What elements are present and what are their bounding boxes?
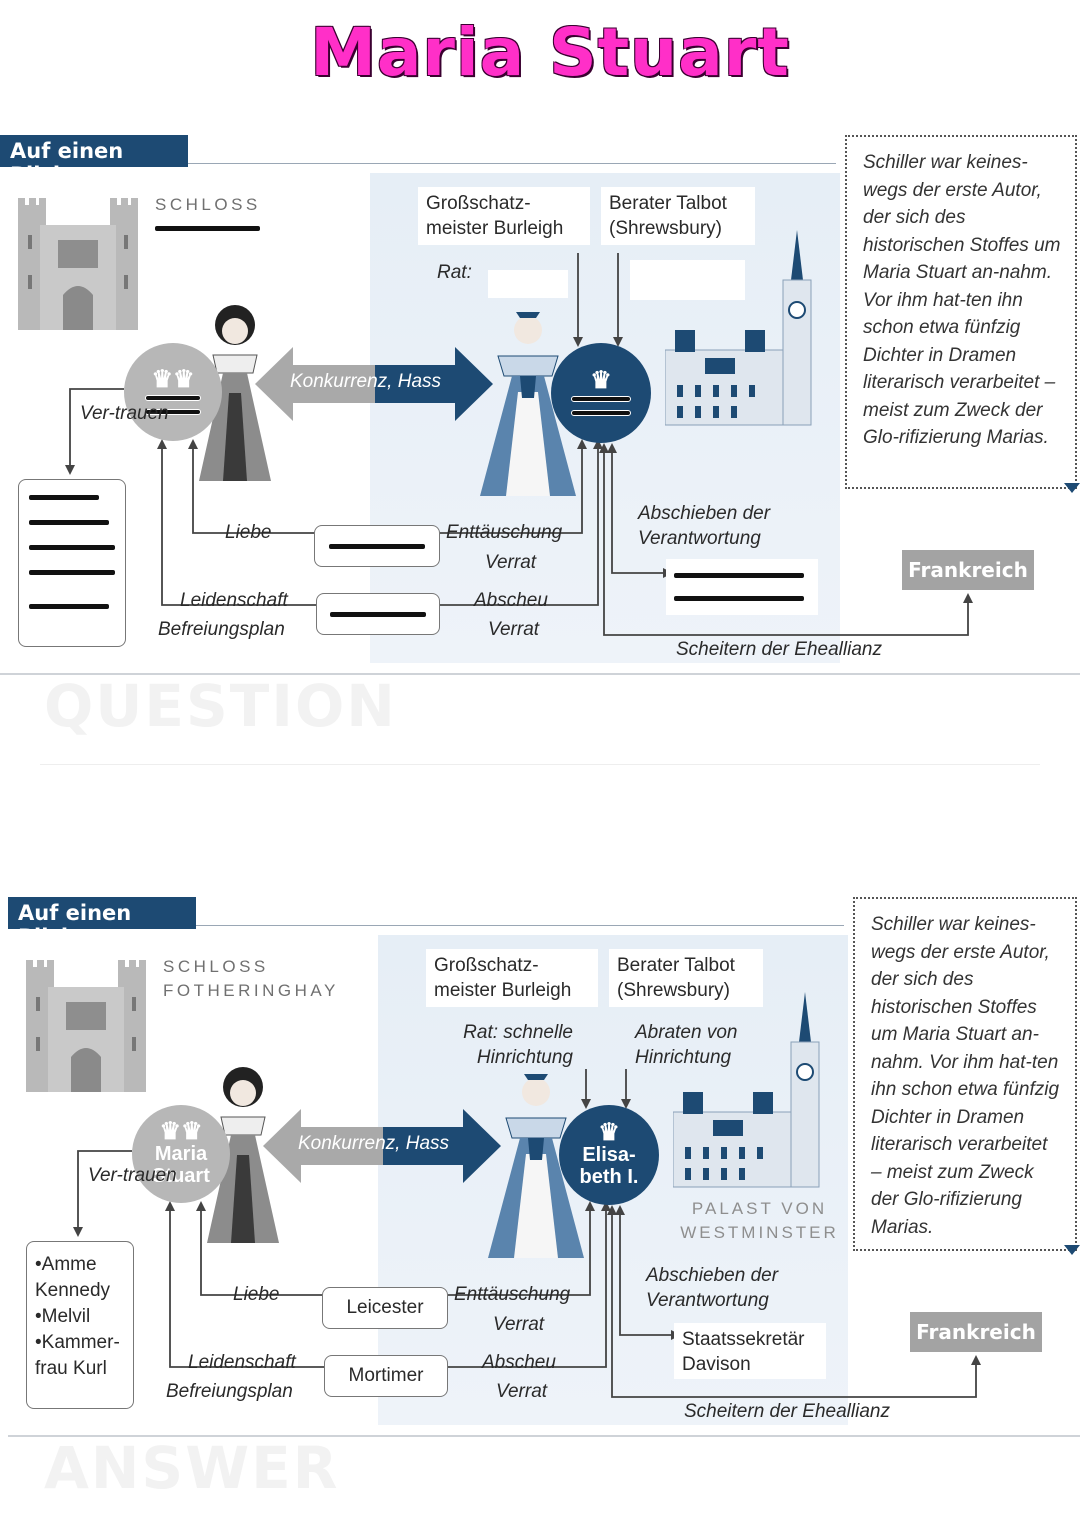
elisabeth-circle: ♛ Elisa-beth I. bbox=[559, 1105, 659, 1205]
connector-lines bbox=[73, 1069, 981, 1398]
castle-label: SCHLOSS bbox=[155, 195, 261, 214]
trusted-persons-box: •Amme Kennedy •Melvil •Kammer-frau Kurl bbox=[26, 1241, 134, 1409]
disgust-label: Abscheu bbox=[482, 1352, 556, 1373]
davison-blank-box bbox=[666, 559, 818, 615]
betrayal-label-2: Verrat bbox=[496, 1381, 548, 1402]
maria-circle-label: Maria Stuart bbox=[152, 1143, 210, 1187]
love-label: Liebe bbox=[225, 522, 272, 543]
trusted-person: •Melvil bbox=[35, 1306, 91, 1327]
talbot-advice: Abraten von Hinrichtung bbox=[635, 1022, 738, 1068]
westminster-icon bbox=[673, 992, 820, 1188]
leicester-box: Leicester bbox=[322, 1287, 448, 1329]
castle-label: SCHLOSS FOTHERINGHAY bbox=[163, 957, 339, 1000]
rivalry-arrow bbox=[263, 1109, 501, 1183]
crown-icon: ♛♛ bbox=[151, 366, 195, 393]
question-panel: Auf einen Blick SCHLOSS bbox=[0, 135, 1080, 680]
rescue-plan-label: Befreiungsplan bbox=[166, 1381, 293, 1402]
question-tag: QUESTION bbox=[44, 672, 397, 740]
maria-circle: ♛♛ Maria Stuart bbox=[132, 1105, 230, 1203]
france-box: Frankreich bbox=[902, 550, 1034, 590]
leicester-blank-box bbox=[314, 525, 440, 567]
trusted-persons-box bbox=[18, 479, 126, 647]
mortimer-blank-box bbox=[316, 593, 440, 635]
westminster-icon bbox=[665, 230, 812, 426]
disappointment-label: Enttäuschung bbox=[454, 1284, 571, 1305]
mortimer-box: Mortimer bbox=[324, 1355, 448, 1397]
talbot-box: Berater Talbot (Shrewsbury) bbox=[609, 949, 763, 1007]
passion-label: Leidenschaft bbox=[180, 590, 288, 611]
answer-tag: ANSWER bbox=[44, 1434, 340, 1502]
betrayal-label-1: Verrat bbox=[485, 552, 537, 573]
crown-icon: ♛♛ bbox=[159, 1118, 203, 1145]
connector-lines bbox=[65, 253, 973, 636]
betrayal-label-1: Verrat bbox=[493, 1314, 545, 1335]
elisabeth-circle: ♛ bbox=[551, 343, 651, 443]
rat-label: Rat: bbox=[437, 262, 472, 283]
rivalry-arrow bbox=[255, 347, 493, 421]
page-title: Maria Stuart bbox=[310, 14, 790, 91]
talbot-box: Berater Talbot (Shrewsbury) bbox=[601, 187, 755, 245]
shift-blame-label: Abschieben der Verantwortung bbox=[646, 1265, 779, 1311]
disgust-label: Abscheu bbox=[474, 590, 548, 611]
section-header: Auf einen Blick bbox=[8, 897, 196, 949]
maria-circle: ♛♛ bbox=[124, 343, 222, 441]
answer-panel: Auf einen Blick SCHLOSS FOTHERINGHAY bbox=[8, 897, 1080, 1442]
rivalry-label: Konkurrenz, Hass bbox=[290, 371, 442, 392]
info-note: Schiller war keines-wegs der erste Autor… bbox=[853, 897, 1077, 1251]
info-note: Schiller war keines-wegs der erste Autor… bbox=[845, 135, 1077, 489]
talbot-advice-blank bbox=[630, 260, 745, 300]
rat-blank bbox=[488, 270, 568, 298]
castle-name-blank bbox=[155, 226, 260, 231]
crown-icon: ♛ bbox=[590, 367, 612, 394]
burleigh-box: Großschatz-meister Burleigh bbox=[418, 187, 590, 245]
trusted-person: •Kammer-frau Kurl bbox=[35, 1332, 120, 1379]
rivalry-label: Konkurrenz, Hass bbox=[298, 1133, 450, 1154]
burleigh-advice: Rat: schnelle Hinrichtung bbox=[463, 1022, 573, 1068]
palace-label: PALAST VON WESTMINSTER bbox=[680, 1199, 839, 1242]
trust-label: Ver-trauen bbox=[80, 403, 169, 424]
failed-marriage-label: Scheitern der Eheallianz bbox=[684, 1401, 890, 1422]
castle-icon bbox=[26, 960, 146, 1092]
shift-blame-label: Abschieben der Verantwortung bbox=[638, 503, 771, 549]
failed-marriage-label: Scheitern der Eheallianz bbox=[676, 639, 882, 660]
davison-box: Staatssekretär Davison bbox=[674, 1323, 826, 1379]
rescue-plan-label: Befreiungsplan bbox=[158, 619, 285, 640]
disappointment-label: Enttäuschung bbox=[446, 522, 563, 543]
trusted-person: •Amme Kennedy bbox=[35, 1254, 111, 1301]
crown-icon: ♛ bbox=[598, 1119, 620, 1146]
burleigh-box: Großschatz-meister Burleigh bbox=[426, 949, 598, 1007]
elisabeth-figure-icon bbox=[480, 312, 576, 496]
love-label: Liebe bbox=[233, 1284, 280, 1305]
section-header: Auf einen Blick bbox=[0, 135, 188, 187]
elisabeth-circle-label: Elisa-beth I. bbox=[579, 1144, 639, 1188]
betrayal-label-2: Verrat bbox=[488, 619, 540, 640]
trust-label: Ver-trauen bbox=[88, 1165, 177, 1186]
france-box: Frankreich bbox=[910, 1312, 1042, 1352]
castle-icon bbox=[18, 198, 138, 330]
passion-label: Leidenschaft bbox=[188, 1352, 296, 1373]
